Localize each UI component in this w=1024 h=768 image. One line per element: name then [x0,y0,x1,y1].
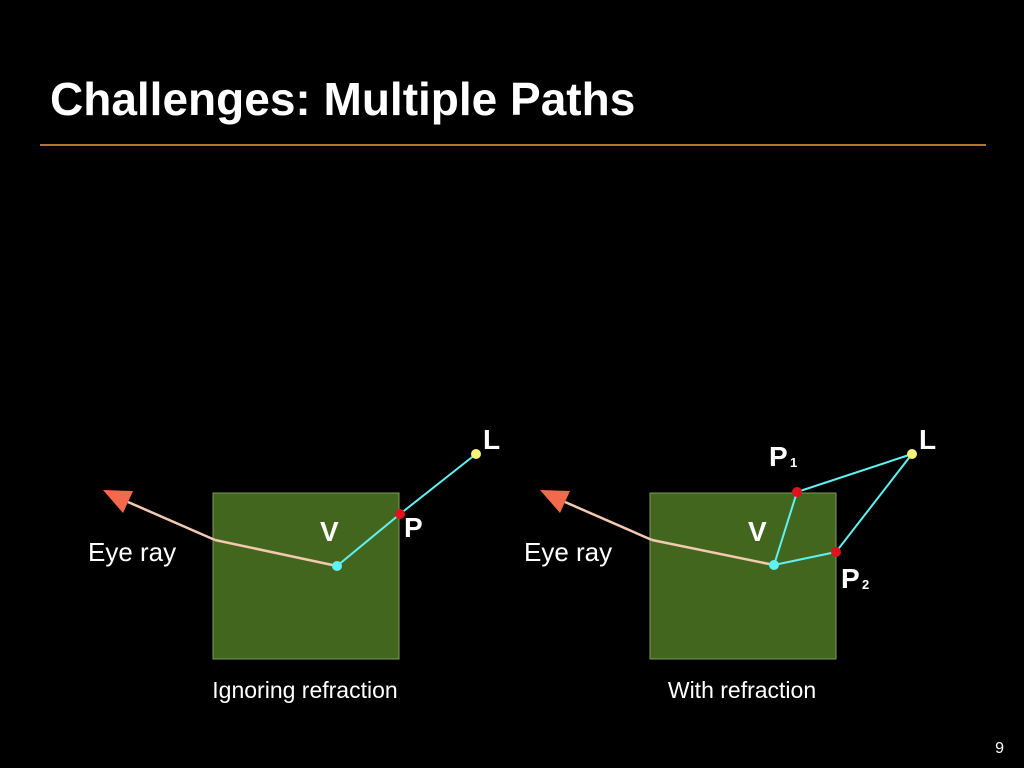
page-number: 9 [995,740,1004,757]
right-eye-ray-label: Eye ray [524,537,612,567]
right-eye-ray [651,538,775,567]
left-point-l [471,449,481,459]
right-label-p1: P [769,441,788,472]
right-label-p1-subscript: 1 [790,455,797,470]
left-point-p [395,509,405,519]
right-label-v: V [748,516,767,547]
left-caption: Ignoring refraction [212,677,397,703]
right-light-path-p1l [796,453,913,493]
left-label-l: L [483,424,500,455]
right-label-l: L [919,424,936,455]
right-light-path-vp2 [773,551,837,566]
left-eye-ray-arrowhead [103,490,133,513]
right-point-l [907,449,917,459]
right-label-p2: P [841,563,860,594]
right-point-p2 [831,547,841,557]
left-eye-ray-label: Eye ray [88,537,176,567]
right-eye-ray-arrowhead [540,490,570,513]
right-eye-ray [564,500,653,542]
right-point-p1 [792,487,802,497]
title-divider [40,144,986,146]
right-label-p2-subscript: 2 [862,577,869,592]
right-medium-box [649,492,837,660]
left-eye-ray [127,500,216,542]
left-eye-ray [214,538,338,568]
right-point-v [769,560,779,570]
slide-title: Challenges: Multiple Paths [50,73,636,125]
left-medium-box [212,492,400,660]
left-diagram: Eye ray V P L Ignoring refraction [88,424,500,703]
left-light-path-pl [399,453,477,515]
left-label-p: P [404,512,423,543]
right-light-path-p2l [835,453,913,553]
right-diagram: Eye ray V P 1 P 2 L With refraction [524,424,936,703]
left-point-v [332,561,342,571]
right-light-path-vp1 [773,491,798,566]
left-label-v: V [320,516,339,547]
right-caption: With refraction [668,677,816,703]
left-light-path-vp [336,513,401,567]
